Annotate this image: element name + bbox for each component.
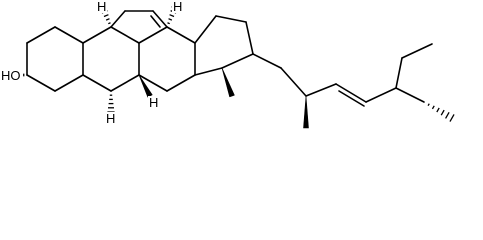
h10-hash [107, 94, 115, 113]
skeletal-formula [13, 6, 455, 129]
ring-a [26, 26, 84, 92]
ring-d [194, 15, 254, 76]
ring-c [138, 26, 196, 92]
chemical-structure-diagram [13, 6, 455, 129]
c20-methyl-wedge [303, 95, 309, 129]
ring-b-upper [110, 10, 168, 44]
side-chain [252, 43, 455, 129]
h10-label: H [105, 111, 117, 126]
h9-label: H [148, 95, 160, 110]
h5-label: H [96, 0, 108, 14]
c24-methyl-hash [427, 103, 455, 122]
hydroxyl-label: HO [0, 68, 22, 83]
h14-label: H [172, 0, 184, 14]
c13-methyl-wedge [221, 67, 235, 98]
ring-b [82, 26, 140, 92]
